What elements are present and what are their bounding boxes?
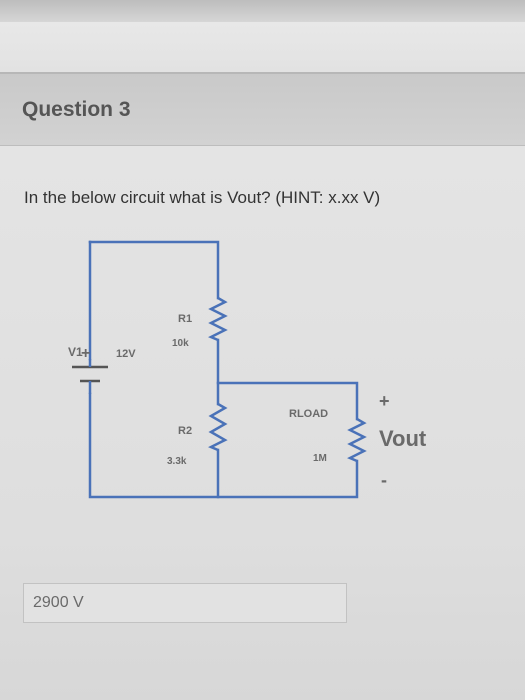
question-title: Question 3 xyxy=(22,98,131,121)
question-text: In the below circuit what is Vout? (HINT… xyxy=(24,188,381,207)
question-header: Question 3 xyxy=(0,72,525,146)
previous-question-panel xyxy=(0,22,525,72)
browser-top-strip xyxy=(0,0,525,23)
answer-input[interactable] xyxy=(23,583,347,623)
